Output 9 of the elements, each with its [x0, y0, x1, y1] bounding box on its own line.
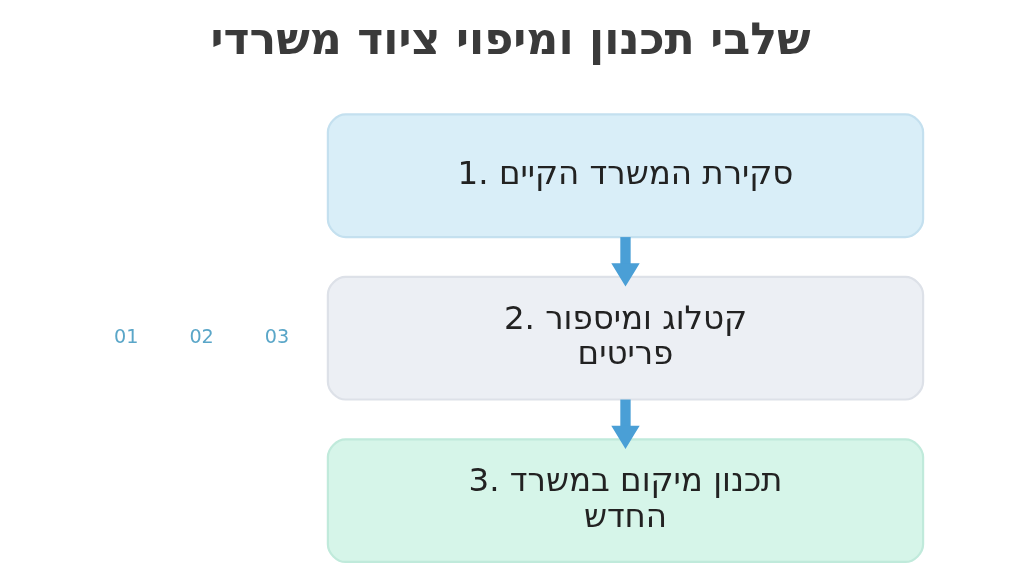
label: 02 — [188, 325, 214, 349]
label: 01 — [113, 325, 138, 349]
arrow — [610, 399, 640, 449]
diagram-title: שלבי תכנון ומיפוי ציוד משרדי — [209, 12, 811, 64]
arrow — [610, 237, 640, 287]
node-box: 1. סקירת המשרד הקיים — [326, 113, 924, 239]
node-box: 2. קטלוג ומיספור פריטים — [326, 275, 924, 401]
node-box: 3. תכנון מיקום במשרד החדש — [326, 438, 924, 564]
label: 03 — [264, 325, 289, 349]
